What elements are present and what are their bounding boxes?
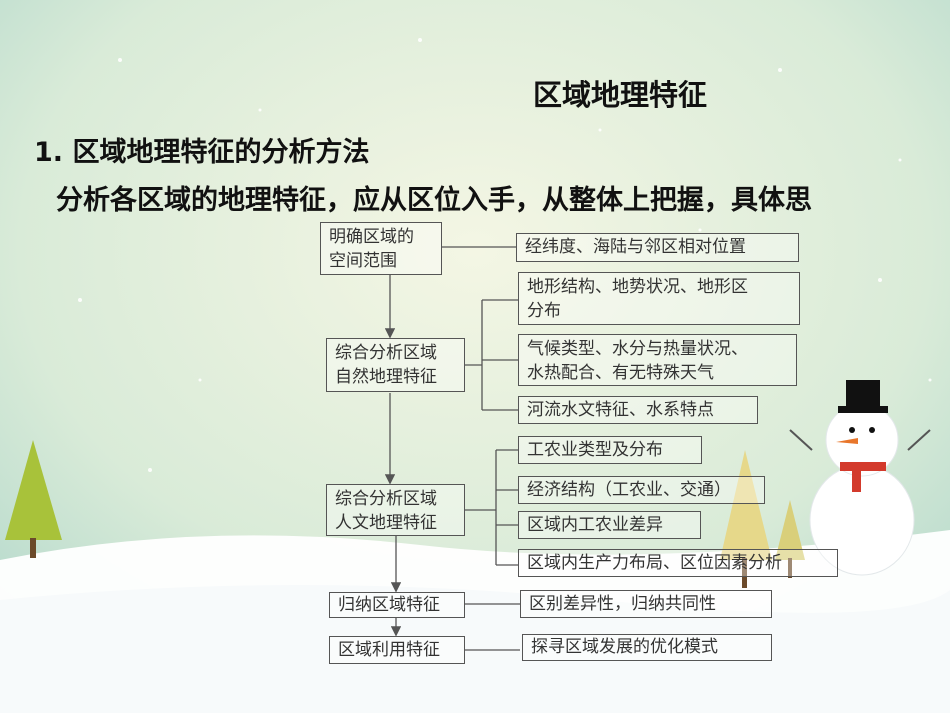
- node-natural-features: 综合分析区域 自然地理特征: [326, 338, 465, 392]
- node-summary: 归纳区域特征: [329, 592, 465, 618]
- node-latitude-position: 经纬度、海陆与邻区相对位置: [516, 233, 799, 262]
- tree-icon: [5, 440, 62, 558]
- node-optimization-model: 探寻区域发展的优化模式: [522, 634, 772, 661]
- node-hydrology: 河流水文特征、水系特点: [518, 396, 758, 424]
- node-spatial-scope: 明确区域的 空间范围: [320, 222, 442, 275]
- node-economic-structure: 经济结构（工农业、交通）: [518, 476, 765, 504]
- node-utilization: 区域利用特征: [329, 636, 465, 664]
- node-regional-difference: 区域内工农业差异: [518, 511, 701, 539]
- node-productivity-layout: 区域内生产力布局、区位因素分析: [518, 549, 838, 577]
- tree-icon: [720, 450, 805, 588]
- snowman-icon: [789, 380, 931, 576]
- intro-text: 分析各区域的地理特征，应从区位入手，从整体上把握，具体思: [56, 185, 812, 216]
- node-landform: 地形结构、地势状况、地形区 分布: [518, 272, 800, 325]
- page-title: 区域地理特征: [533, 78, 708, 112]
- node-human-features: 综合分析区域 人文地理特征: [326, 484, 465, 536]
- node-difference-commonality: 区别差异性，归纳共同性: [520, 590, 772, 618]
- node-industry-agriculture: 工农业类型及分布: [518, 436, 702, 464]
- section-title: 1. 区域地理特征的分析方法: [34, 137, 370, 168]
- node-climate: 气候类型、水分与热量状况、 水热配合、有无特殊天气: [518, 334, 797, 386]
